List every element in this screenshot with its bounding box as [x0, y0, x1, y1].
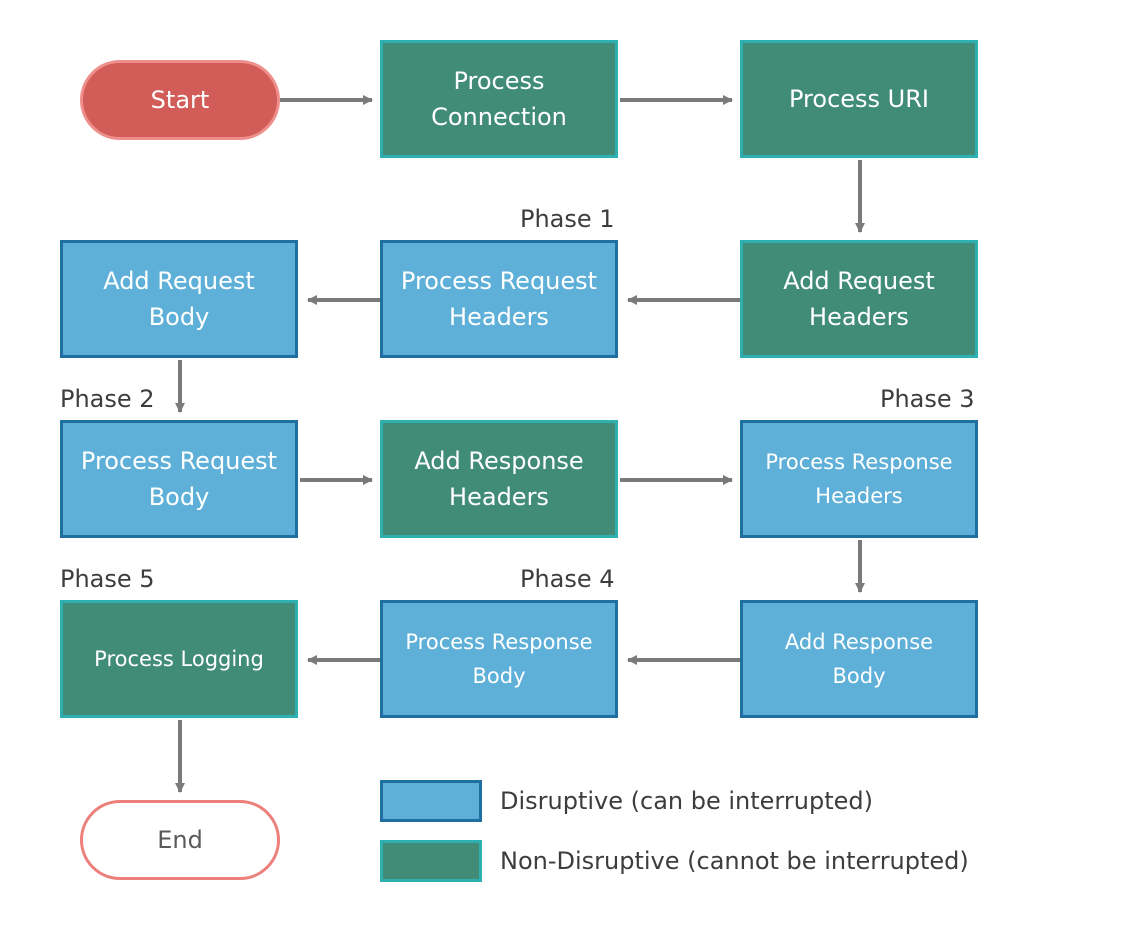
- phase-1-label: Phase 1: [520, 205, 615, 233]
- end-node: End: [80, 800, 280, 880]
- process-response-body-node: Process Response Body: [380, 600, 618, 718]
- legend-disruptive-swatch: [380, 780, 482, 822]
- phase-5-label: Phase 5: [60, 565, 155, 593]
- legend-non-disruptive-swatch: [380, 840, 482, 882]
- phase-2-label: Phase 2: [60, 385, 155, 413]
- legend-disruptive-label: Disruptive (can be interrupted): [500, 787, 873, 815]
- process-request-headers-node: Process Request Headers: [380, 240, 618, 358]
- process-connection-node: Process Connection: [380, 40, 618, 158]
- phase-3-label: Phase 3: [880, 385, 975, 413]
- phase-4-label: Phase 4: [520, 565, 615, 593]
- add-response-body-node: Add Response Body: [740, 600, 978, 718]
- start-node: Start: [80, 60, 280, 140]
- process-logging-node: Process Logging: [60, 600, 298, 718]
- add-request-headers-node: Add Request Headers: [740, 240, 978, 358]
- legend-non-disruptive-label: Non-Disruptive (cannot be interrupted): [500, 847, 969, 875]
- process-request-body-node: Process Request Body: [60, 420, 298, 538]
- process-uri-node: Process URI: [740, 40, 978, 158]
- process-response-headers-node: Process Response Headers: [740, 420, 978, 538]
- add-response-headers-node: Add Response Headers: [380, 420, 618, 538]
- add-request-body-node: Add Request Body: [60, 240, 298, 358]
